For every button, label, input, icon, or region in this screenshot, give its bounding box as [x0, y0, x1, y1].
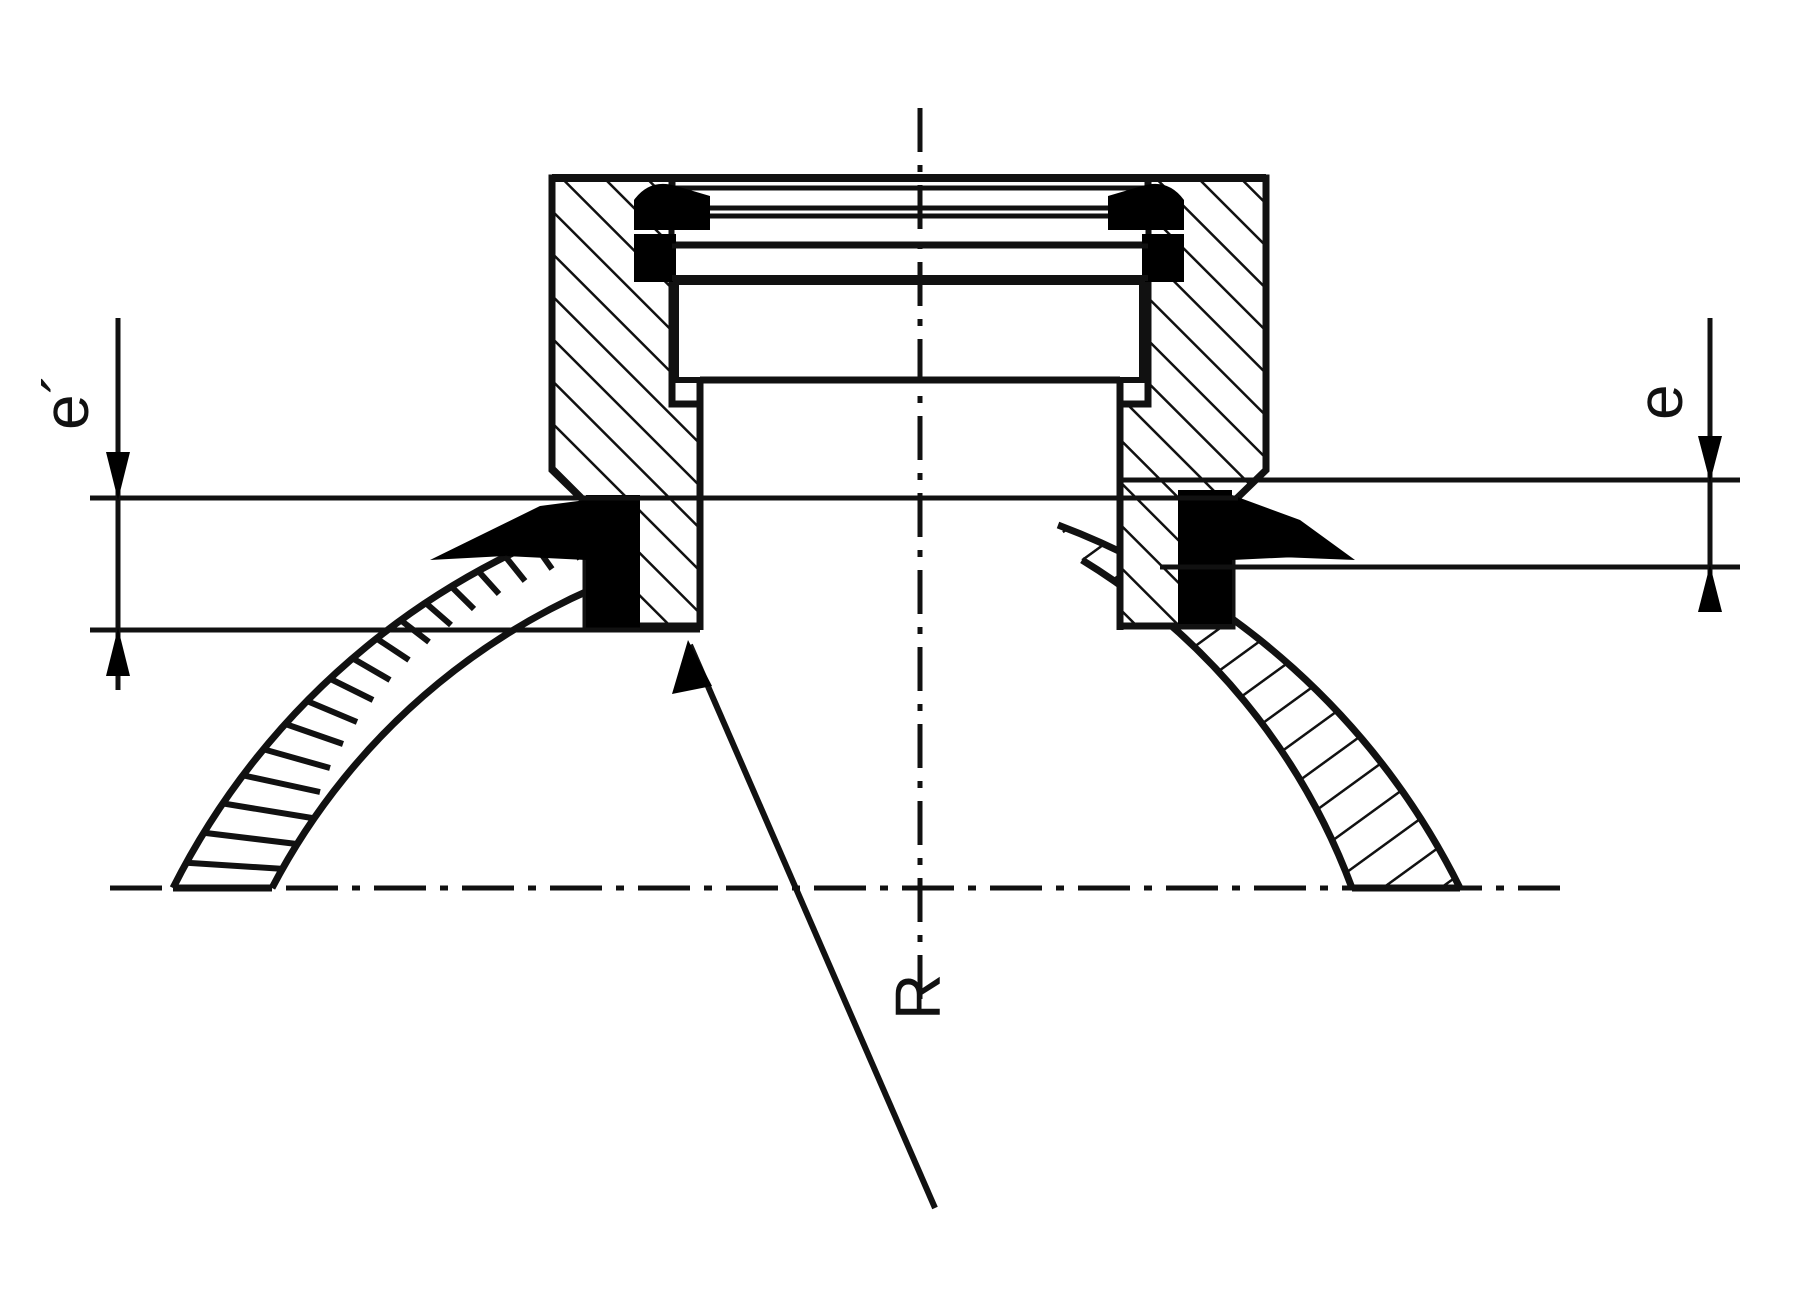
seal-leg-right	[1142, 234, 1184, 282]
radius-label: R	[882, 974, 954, 1020]
seal-leg-left	[634, 234, 676, 282]
e-dimension: e	[1120, 318, 1740, 612]
arrow-down-e-bottom	[1698, 565, 1722, 612]
arrow-down-e-prime-top	[106, 452, 130, 500]
seal-bead-left	[634, 183, 710, 230]
radius-leader: R	[672, 640, 954, 1210]
e-prime-label: e´	[30, 373, 102, 430]
nozzle-neck	[696, 376, 1124, 630]
arrow-radius	[672, 640, 712, 694]
weld-fillet-left	[430, 495, 640, 628]
seal-bead-right	[1108, 183, 1184, 230]
arrow-down-e-prime-bottom	[106, 628, 130, 676]
gasket-stack	[634, 183, 1184, 383]
e-prime-dimension: e´	[30, 318, 1238, 690]
weld-fillet-right	[1178, 490, 1355, 624]
arrow-down-e-top	[1698, 436, 1722, 482]
e-label: e	[1624, 384, 1696, 420]
